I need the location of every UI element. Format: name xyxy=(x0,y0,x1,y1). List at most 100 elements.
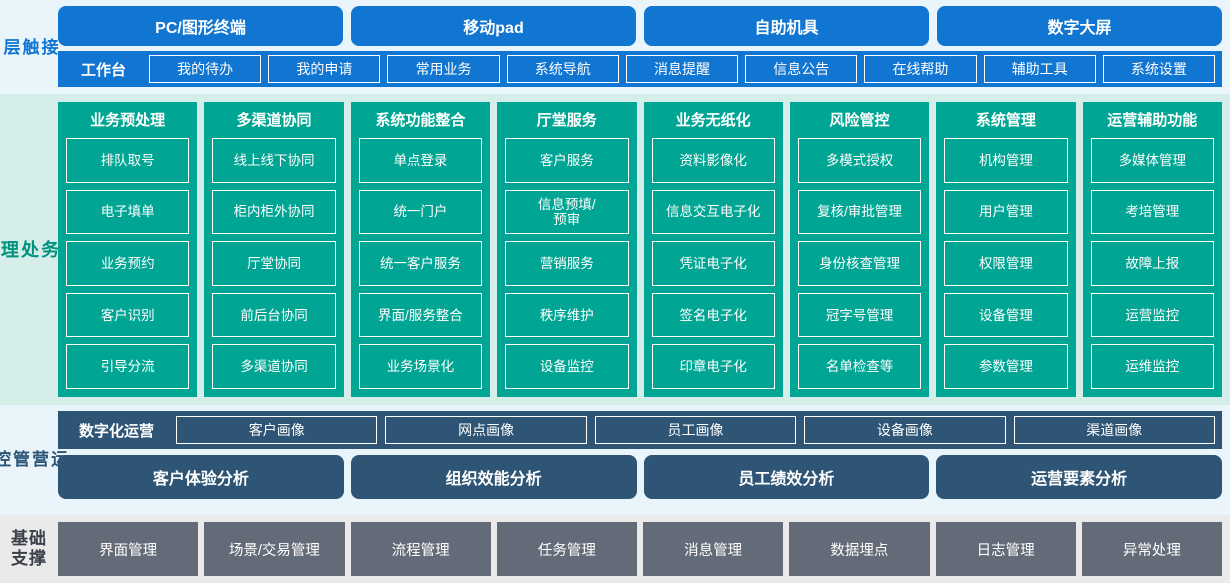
portrait-item-device[interactable]: 设备画像 xyxy=(804,416,1006,444)
business-column-operation-support: 运营辅助功能 多媒体管理 考培管理 故障上报 运营监控 运维监控 xyxy=(1082,102,1222,397)
business-item[interactable]: 凭证电子化 xyxy=(651,241,775,286)
business-column-title: 业务预处理 xyxy=(90,112,166,129)
business-item[interactable]: 故障上报 xyxy=(1090,241,1214,286)
business-item[interactable]: 客户服务 xyxy=(505,138,629,183)
workbench-item-auxiliary-tools[interactable]: 辅助工具 xyxy=(983,55,1096,83)
business-column-title: 多渠道协同 xyxy=(236,112,312,129)
terminal-card-mobile-pad[interactable]: 移动pad xyxy=(351,6,636,46)
workbench-item-announcement[interactable]: 信息公告 xyxy=(745,55,858,83)
business-item[interactable]: 业务场景化 xyxy=(358,344,483,389)
business-column-title: 风险管控 xyxy=(829,112,890,129)
contact-layer-label: 接 触 层 xyxy=(0,6,58,88)
business-item[interactable]: 运维监控 xyxy=(1090,344,1214,389)
business-item[interactable]: 排队取号 xyxy=(66,138,190,183)
workbench-item-my-todo[interactable]: 我的待办 xyxy=(149,55,262,83)
contact-layer: 接 触 层 PC/图形终端 移动pad 自助机具 数字大屏 工作台 我的待办 我… xyxy=(0,0,1230,94)
business-item[interactable]: 参数管理 xyxy=(944,344,1068,389)
foundation-item-message-management[interactable]: 消息管理 xyxy=(643,522,784,576)
business-column-system-integration: 系统功能整合 单点登录 统一门户 统一客户服务 界面/服务整合 业务场景化 xyxy=(350,102,491,397)
business-item[interactable]: 信息交互电子化 xyxy=(651,189,775,235)
portrait-item-employee[interactable]: 员工画像 xyxy=(594,416,797,444)
business-item-list: 客户服务 信息预填/ 预审 营销服务 秩序维护 设备监控 xyxy=(505,138,629,389)
portrait-item-customer[interactable]: 客户画像 xyxy=(176,416,378,444)
foundation-item-data-tracking[interactable]: 数据埋点 xyxy=(789,522,930,576)
business-item[interactable]: 前后台协同 xyxy=(212,292,336,338)
business-column-title: 系统管理 xyxy=(975,112,1036,129)
workbench-item-my-application[interactable]: 我的申请 xyxy=(268,55,381,83)
business-item-list: 单点登录 统一门户 统一客户服务 界面/服务整合 业务场景化 xyxy=(358,138,483,389)
operations-layer-body: 数字化运营 客户画像 网点画像 员工画像 设备画像 渠道画像 客户体验分析 组织… xyxy=(58,411,1222,507)
contact-layer-body: PC/图形终端 移动pad 自助机具 数字大屏 工作台 我的待办 我的申请 常用… xyxy=(58,6,1222,88)
business-item[interactable]: 权限管理 xyxy=(944,241,1068,286)
business-item[interactable]: 机构管理 xyxy=(944,138,1068,183)
business-column-risk-control: 风险管控 多模式授权 复核/审批管理 身份核查管理 冠字号管理 名单检查等 xyxy=(789,102,930,397)
business-item[interactable]: 签名电子化 xyxy=(651,292,775,338)
business-item[interactable]: 柜内柜外协同 xyxy=(212,189,336,235)
business-item[interactable]: 引导分流 xyxy=(66,344,190,389)
business-item[interactable]: 单点登录 xyxy=(358,138,483,183)
business-item[interactable]: 印章电子化 xyxy=(651,344,775,389)
foundation-layer: 基础 支撑 界面管理 场景/交易管理 流程管理 任务管理 消息管理 数据埋点 日… xyxy=(0,515,1230,583)
analysis-card-customer-experience[interactable]: 客户体验分析 xyxy=(58,455,344,499)
digital-operations-row: 数字化运营 客户画像 网点画像 员工画像 设备画像 渠道画像 xyxy=(58,411,1222,449)
business-item[interactable]: 秩序维护 xyxy=(505,292,629,338)
business-item-list: 资料影像化 信息交互电子化 凭证电子化 签名电子化 印章电子化 xyxy=(651,138,775,389)
foundation-layer-label: 基础 支撑 xyxy=(0,522,58,576)
portrait-item-channel[interactable]: 渠道画像 xyxy=(1013,416,1215,444)
business-column-system-management: 系统管理 机构管理 用户管理 权限管理 设备管理 参数管理 xyxy=(936,102,1076,397)
business-column-title: 运营辅助功能 xyxy=(1107,112,1198,129)
analysis-card-operation-factors[interactable]: 运营要素分析 xyxy=(936,455,1222,499)
business-item[interactable]: 设备监控 xyxy=(505,344,629,389)
business-item[interactable]: 厅堂协同 xyxy=(212,241,336,286)
terminal-card-digital-screen[interactable]: 数字大屏 xyxy=(937,6,1222,46)
terminal-card-pc[interactable]: PC/图形终端 xyxy=(58,6,343,46)
business-item[interactable]: 多媒体管理 xyxy=(1090,138,1214,183)
business-item[interactable]: 身份核查管理 xyxy=(797,241,922,286)
business-item[interactable]: 信息预填/ 预审 xyxy=(505,189,629,235)
foundation-item-scenario-transaction-management[interactable]: 场景/交易管理 xyxy=(204,522,345,576)
business-item[interactable]: 电子填单 xyxy=(66,189,190,235)
foundation-item-ui-management[interactable]: 界面管理 xyxy=(58,522,199,576)
business-item[interactable]: 多渠道协同 xyxy=(212,344,336,389)
workbench-item-common-business[interactable]: 常用业务 xyxy=(387,55,500,83)
business-item[interactable]: 运营监控 xyxy=(1090,292,1214,338)
business-item-list: 线上线下协同 柜内柜外协同 厅堂协同 前后台协同 多渠道协同 xyxy=(212,138,336,389)
business-item[interactable]: 资料影像化 xyxy=(651,138,775,183)
foundation-row: 界面管理 场景/交易管理 流程管理 任务管理 消息管理 数据埋点 日志管理 异常… xyxy=(58,522,1222,576)
analysis-card-employee-performance[interactable]: 员工绩效分析 xyxy=(643,455,930,499)
business-item[interactable]: 业务预约 xyxy=(66,241,190,286)
business-item[interactable]: 设备管理 xyxy=(944,292,1068,338)
business-item[interactable]: 用户管理 xyxy=(944,189,1068,235)
digital-operations-title: 数字化运营 xyxy=(79,422,155,440)
business-item[interactable]: 统一门户 xyxy=(358,189,483,235)
contact-layer-label-text: 接 触 层 xyxy=(0,38,58,56)
workbench-item-online-help[interactable]: 在线帮助 xyxy=(864,55,977,83)
foundation-item-process-management[interactable]: 流程管理 xyxy=(350,522,491,576)
workbench-item-system-settings[interactable]: 系统设置 xyxy=(1102,55,1215,83)
portrait-item-branch[interactable]: 网点画像 xyxy=(385,416,587,444)
business-item[interactable]: 冠字号管理 xyxy=(797,292,922,338)
business-item[interactable]: 复核/审批管理 xyxy=(797,189,922,235)
terminal-card-self-service[interactable]: 自助机具 xyxy=(644,6,929,46)
foundation-item-exception-handling[interactable]: 异常处理 xyxy=(1081,522,1222,576)
business-item[interactable]: 多模式授权 xyxy=(797,138,922,183)
business-item[interactable]: 客户识别 xyxy=(66,292,190,338)
business-column-title: 系统功能整合 xyxy=(375,112,466,129)
workbench-item-system-navigation[interactable]: 系统导航 xyxy=(506,55,619,83)
foundation-item-task-management[interactable]: 任务管理 xyxy=(496,522,637,576)
business-layer-label: 业 务 处 理 层 xyxy=(0,102,79,397)
business-item[interactable]: 营销服务 xyxy=(505,241,629,286)
foundation-layer-label-text: 基础 支撑 xyxy=(11,529,47,568)
workbench-item-message-alert[interactable]: 消息提醒 xyxy=(625,55,739,83)
business-item[interactable]: 界面/服务整合 xyxy=(358,292,483,338)
business-item[interactable]: 统一客户服务 xyxy=(358,241,483,286)
analysis-card-organization-efficiency[interactable]: 组织效能分析 xyxy=(350,455,637,499)
business-column-preprocessing: 业务预处理 排队取号 电子填单 业务预约 客户识别 引导分流 xyxy=(58,102,198,397)
business-item[interactable]: 名单检查等 xyxy=(797,344,922,389)
operations-layer-label-text: 运 营 管 控 xyxy=(0,450,68,468)
business-item[interactable]: 考培管理 xyxy=(1090,189,1214,235)
business-item[interactable]: 线上线下协同 xyxy=(212,138,336,183)
business-column-grid: 业务预处理 排队取号 电子填单 业务预约 客户识别 引导分流 多渠道协同 线上线… xyxy=(58,102,1222,397)
foundation-item-log-management[interactable]: 日志管理 xyxy=(935,522,1076,576)
